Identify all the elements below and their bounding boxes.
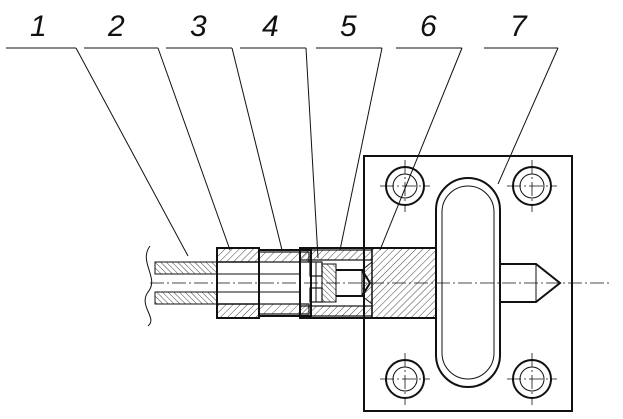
callout-labels: 1 2 3 4 5 6 7 bbox=[30, 10, 528, 43]
insert-pin bbox=[299, 247, 437, 319]
leader-1 bbox=[75, 47, 189, 257]
leader-lines bbox=[75, 47, 559, 259]
leader-7 bbox=[497, 47, 559, 185]
callout-4: 4 bbox=[262, 10, 279, 43]
leader-4 bbox=[305, 47, 319, 259]
callout-5: 5 bbox=[340, 10, 357, 43]
leader-6 bbox=[379, 47, 463, 251]
bolt-hole-bottom-right bbox=[507, 353, 557, 405]
leader-2 bbox=[157, 47, 231, 251]
callout-2: 2 bbox=[107, 10, 125, 43]
callout-1: 1 bbox=[30, 10, 47, 43]
callout-3: 3 bbox=[190, 10, 207, 43]
leader-3 bbox=[231, 47, 283, 251]
bolt-hole-top-left bbox=[380, 160, 430, 212]
callout-7: 7 bbox=[510, 10, 528, 43]
flange-plate bbox=[363, 155, 573, 412]
cable-tube bbox=[144, 245, 300, 327]
leader-5 bbox=[339, 47, 383, 251]
bolt-hole-bottom-left bbox=[380, 353, 430, 405]
callout-6: 6 bbox=[420, 10, 437, 43]
bolt-hole-top-right bbox=[507, 160, 557, 212]
